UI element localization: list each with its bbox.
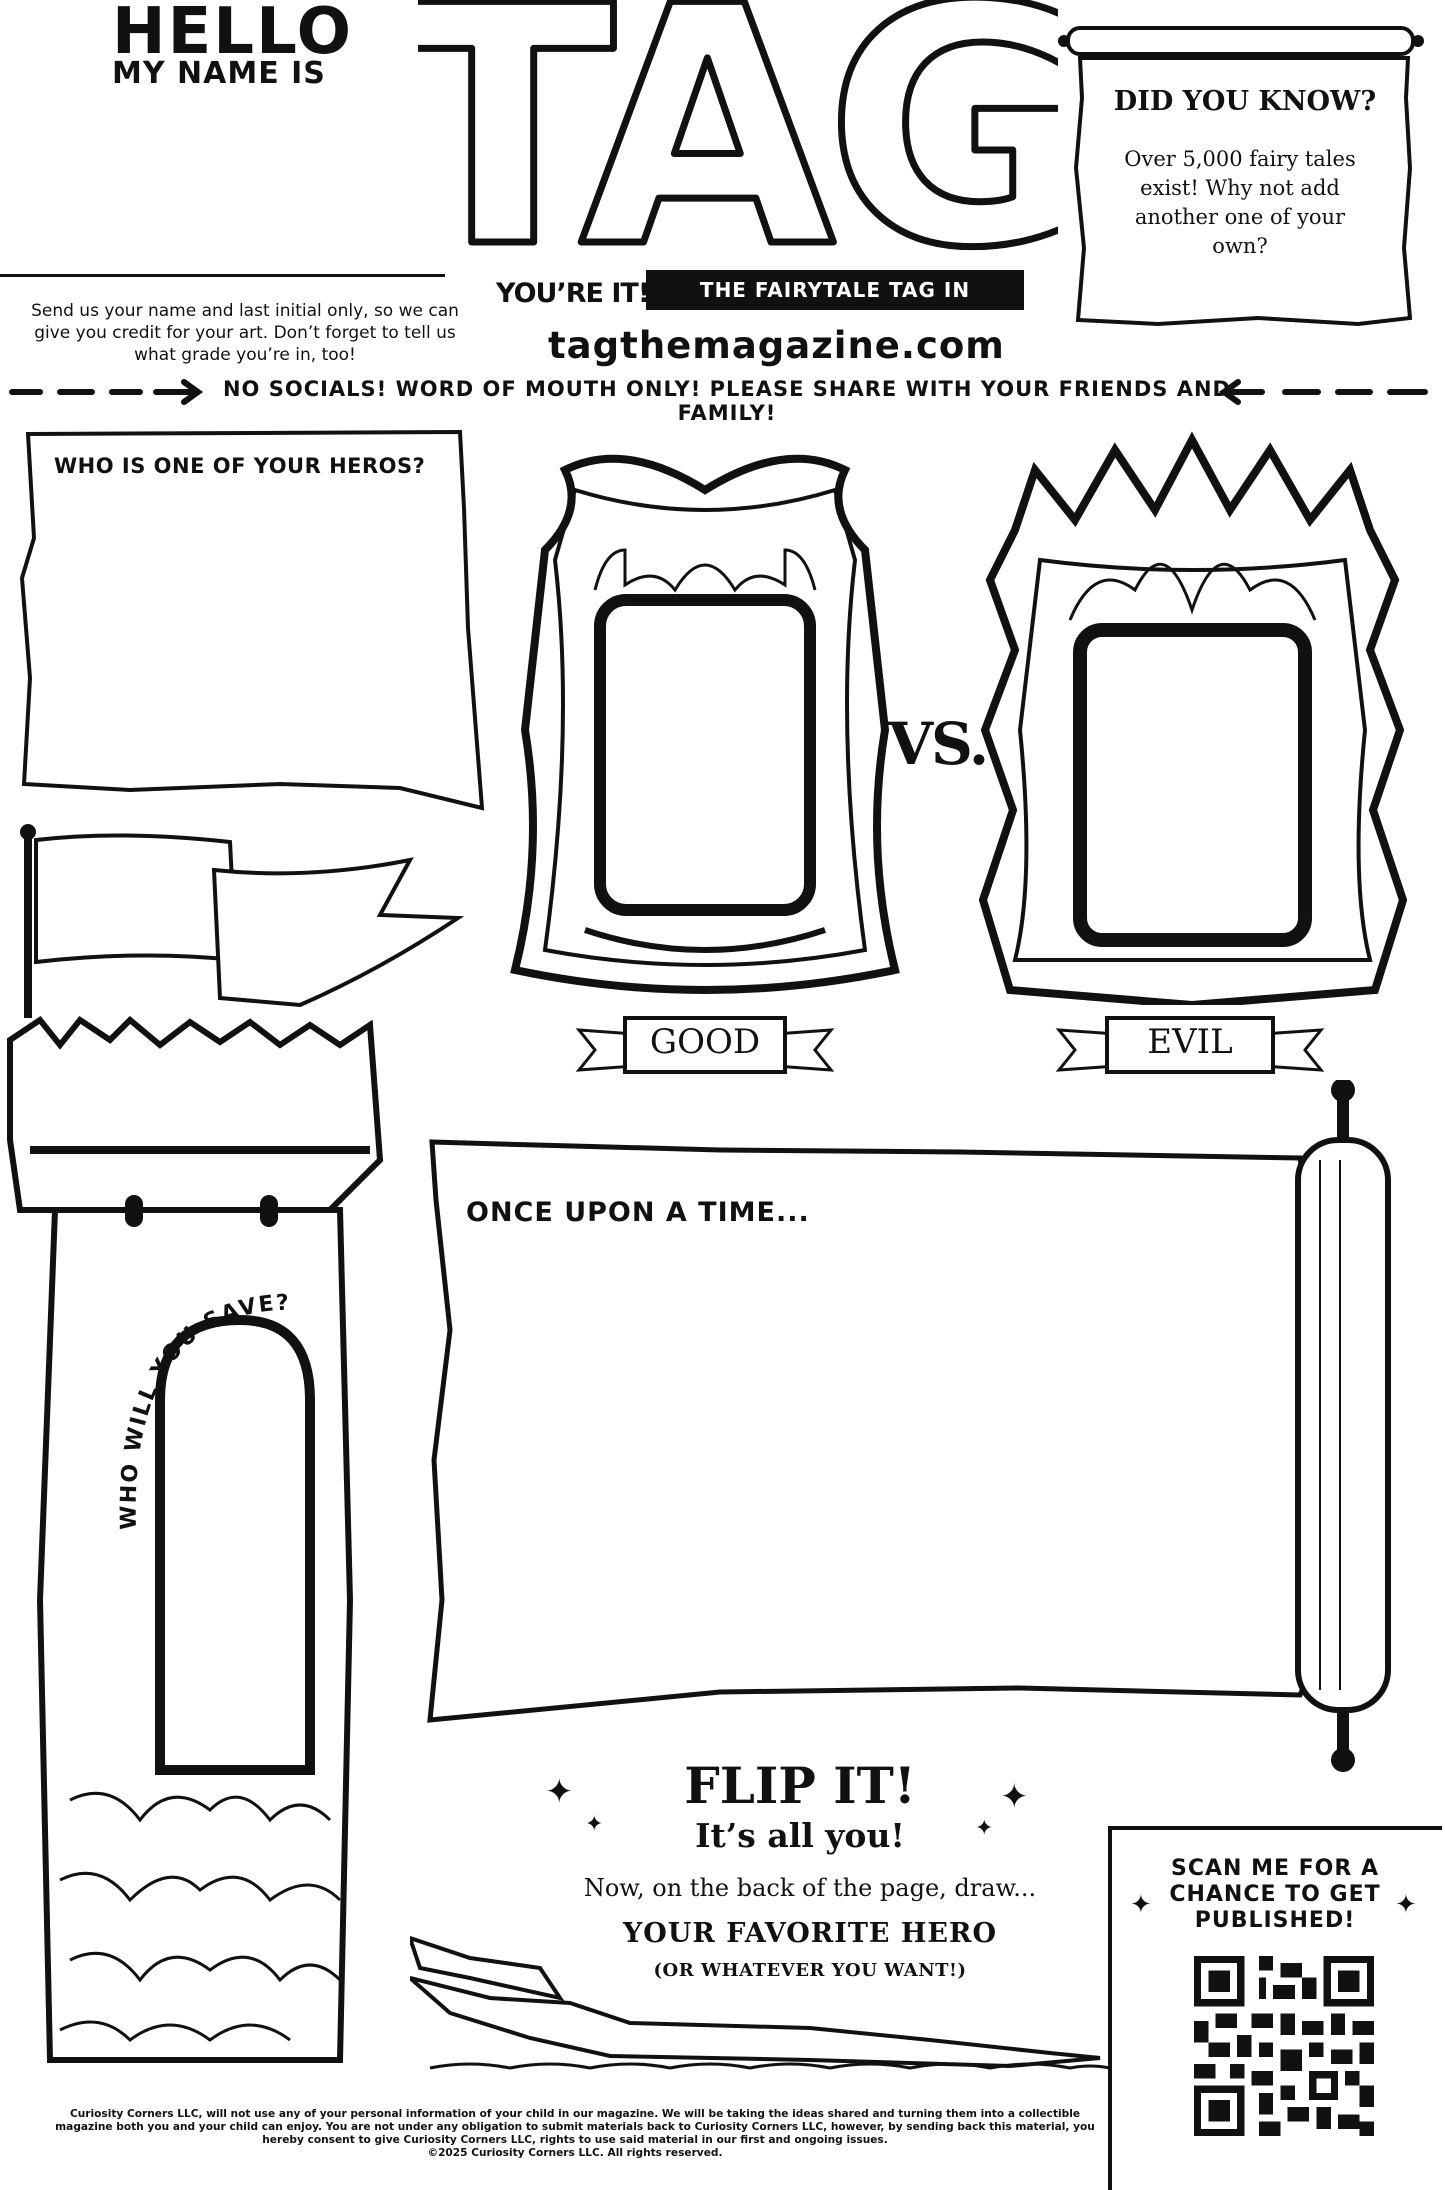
share-arrows <box>9 379 1428 405</box>
scroll-knob-right-icon <box>1412 35 1424 47</box>
did-you-know-title: DID YOU KNOW? <box>1113 86 1377 117</box>
fairytale-banner-text: THE FAIRYTALE TAG IN <box>699 278 971 302</box>
youre-it-label: YOU’RE IT! <box>496 278 650 309</box>
legal-footer: Curiosity Corners LLC, will not use any … <box>40 2108 1110 2160</box>
sparkle-small-icon: ✦ <box>585 1812 604 1837</box>
arrow-right-icon <box>9 379 204 405</box>
tag-title-text: TAG <box>418 0 1058 265</box>
evil-mirror-frame[interactable] <box>975 430 1410 1005</box>
evil-label: EVIL <box>1147 1022 1233 1062</box>
who-will-you-save-text: WHO WILL YOU SAVE? <box>117 1290 290 1529</box>
sparkle-small-icon: ✦ <box>975 1816 994 1841</box>
did-you-know-scroll <box>1058 26 1424 327</box>
story-prompt: ONCE UPON A TIME... <box>466 1197 810 1228</box>
flag-icon <box>20 824 465 1018</box>
name-write-line <box>0 274 445 277</box>
favorite-hero-prompt: YOUR FAVORITE HERO <box>623 1918 997 1949</box>
good-label: GOOD <box>649 1022 761 1062</box>
qr-section <box>1108 1826 1442 2190</box>
flip-it-subtitle: It’s all you! <box>695 1816 905 1855</box>
scan-me-text: SCAN ME FOR A CHANCE TO GET PUBLISHED! <box>1169 1856 1381 1933</box>
story-scroll[interactable] <box>420 1080 1420 1780</box>
scroll-knob-bottom-icon <box>1331 1748 1355 1772</box>
who-will-you-save-arc: WHO WILL YOU SAVE? <box>117 1290 292 1529</box>
flip-it-title: FLIP IT! <box>684 1756 916 1815</box>
sparkle-icon: ✦ <box>545 1772 574 1812</box>
share-notice: NO SOCIALS! WORD OF MOUTH ONLY! PLEASE S… <box>222 377 1231 425</box>
flip-instruction: Now, on the back of the page, draw... <box>583 1874 1037 1902</box>
evil-ribbon <box>1055 1016 1325 1074</box>
hero-question: WHO IS ONE OF YOUR HEROS? <box>54 454 426 478</box>
hero-drawing-box[interactable] <box>20 428 490 813</box>
good-mirror-frame[interactable] <box>505 430 905 1005</box>
castle-tower <box>7 1015 384 2063</box>
copyright-text: ©2025 Curiosity Corners LLC. All rights … <box>427 2147 723 2159</box>
ivy-leaves-icon <box>59 1791 342 2042</box>
good-ribbon <box>575 1016 835 1074</box>
qr-code[interactable] <box>1194 1956 1374 2136</box>
scroll-knob-left-icon <box>1058 35 1070 47</box>
sparkle-icon: ✦ <box>1130 1890 1152 1920</box>
did-you-know-body: Over 5,000 fairy tales exist! Why not ad… <box>1124 147 1356 258</box>
send-note: Send us your name and last initial only,… <box>31 301 459 365</box>
versus-label: VS. <box>888 710 989 778</box>
tag-title-logo: TAG <box>418 0 1058 265</box>
sparkle-icon: ✦ <box>1395 1890 1417 1920</box>
my-name-is-heading: MY NAME IS <box>112 56 326 91</box>
legal-text: Curiosity Corners LLC, will not use any … <box>55 2108 1095 2146</box>
sparkle-icon: ✦ <box>1000 1777 1029 1817</box>
fairytale-banner: THE FAIRYTALE TAG IN <box>646 270 1024 310</box>
alligator-icon <box>410 1935 1110 2070</box>
website-link[interactable]: tagthemagazine.com <box>548 324 1005 367</box>
hello-heading: HELLO <box>112 0 353 69</box>
arrow-left-icon <box>1218 379 1428 405</box>
svg-text:WHO WILL YOU SAVE?: WHO WILL YOU SAVE? <box>117 1290 292 1529</box>
whatever-you-want-note: (OR WHATEVER YOU WANT!) <box>653 1960 967 1981</box>
